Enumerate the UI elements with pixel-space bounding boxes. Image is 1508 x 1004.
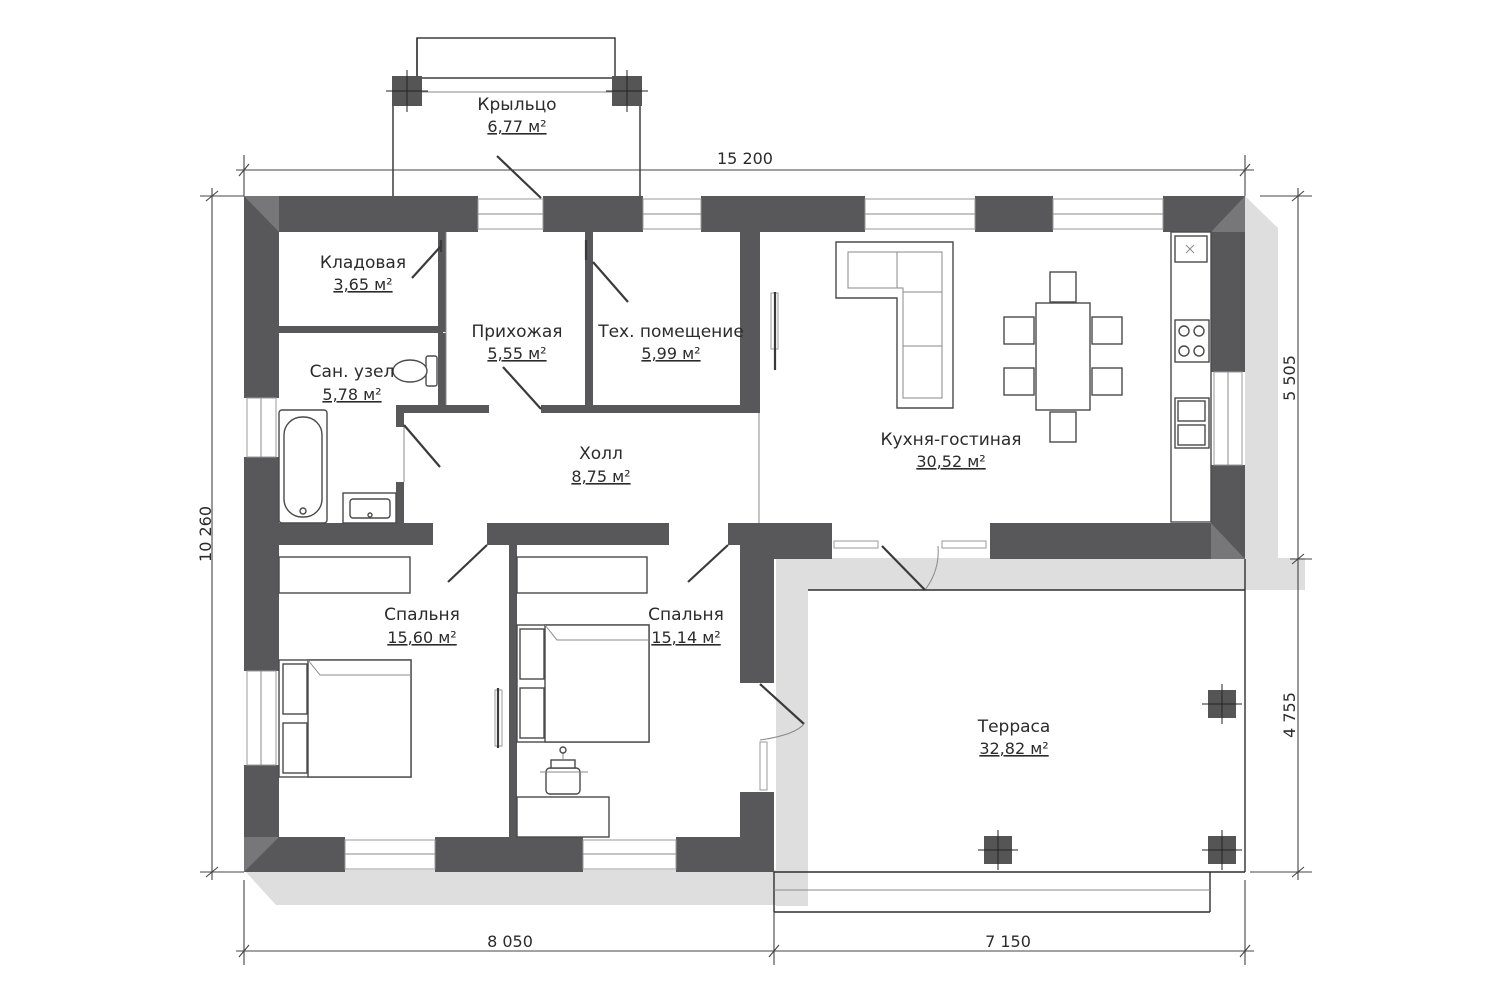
- toilet-icon: [392, 355, 438, 387]
- doors: [403, 155, 987, 791]
- bathtub-icon: [278, 409, 328, 524]
- room-area-bedroom-1: 15,60 м²: [387, 628, 456, 647]
- room-area-porch: 6,77 м²: [487, 117, 546, 136]
- sink-icon: [342, 492, 397, 524]
- room-name-terrace: Терраса: [977, 717, 1051, 737]
- dimension-left: 10 260: [196, 506, 215, 562]
- terrace: [773, 559, 1246, 913]
- wardrobe-icon: [516, 556, 648, 594]
- room-name-porch: Крыльцо: [477, 95, 556, 115]
- exterior-walls: [244, 196, 1245, 872]
- room-name-bedroom-1: Спальня: [384, 605, 460, 625]
- room-area-pantry: 3,65 м²: [333, 275, 392, 294]
- bed-icon: [278, 659, 412, 778]
- corner-sofa-icon: [835, 241, 954, 409]
- furniture: [278, 231, 1212, 838]
- wall-shadows: [244, 196, 1305, 906]
- room-name-hallway: Прихожая: [471, 322, 562, 342]
- room-area-bedroom-2: 15,14 м²: [651, 628, 720, 647]
- room-area-hall: 8,75 м²: [571, 467, 630, 486]
- dimension-right-lower: 4 755: [1280, 692, 1299, 738]
- room-name-tech: Тех. помещение: [597, 322, 744, 342]
- room-name-hall: Холл: [579, 444, 623, 464]
- room-area-kitchen: 30,52 м²: [916, 452, 985, 471]
- terrace-column: [978, 830, 1018, 870]
- dimension-bottom-left: 8 050: [487, 932, 533, 951]
- partition-lines: [403, 232, 760, 523]
- wardrobe-icon: [278, 556, 411, 594]
- dimension-top: 15 200: [717, 149, 773, 168]
- dimension-lines: [200, 155, 1312, 965]
- windows: [246, 198, 1243, 870]
- dimension-right-upper: 5 505: [1280, 355, 1299, 401]
- room-name-kitchen: Кухня-гостиная: [880, 430, 1021, 450]
- bed-icon: [516, 624, 650, 743]
- room-name-pantry: Кладовая: [320, 253, 406, 273]
- room-area-bathroom: 5,78 м²: [322, 385, 381, 404]
- room-name-bathroom: Сан. узел: [310, 362, 395, 382]
- interior-walls: [279, 232, 760, 837]
- porch: [386, 37, 648, 196]
- kitchen-counter-icon: [1170, 231, 1212, 523]
- dimension-bottom-right: 7 150: [985, 932, 1031, 951]
- terrace-column: [1202, 830, 1242, 870]
- desk-icon: [516, 746, 610, 838]
- room-area-hallway: 5,55 м²: [487, 344, 546, 363]
- dining-table-icon: [1003, 271, 1123, 443]
- room-area-tech: 5,99 м²: [641, 344, 700, 363]
- room-area-terrace: 32,82 м²: [979, 739, 1048, 758]
- terrace-column: [1202, 684, 1242, 724]
- room-name-bedroom-2: Спальня: [648, 605, 724, 625]
